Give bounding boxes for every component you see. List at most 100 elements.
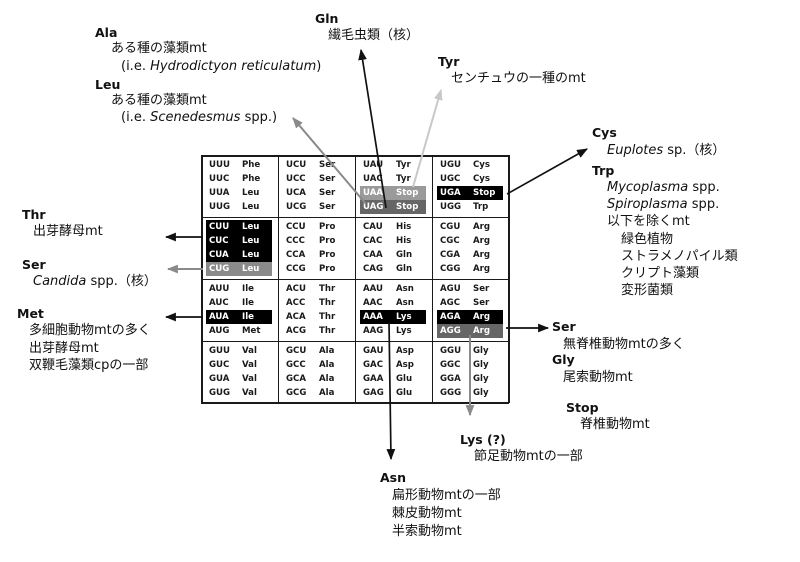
amino-acid-text: Ser [319,202,336,212]
amino-acid-text: Val [242,388,257,398]
amino-acid-text: Arg [473,236,491,246]
codon-text: ACG [286,326,307,336]
amino-acid-text: Lys [396,326,412,336]
amino-acid-text: Gly [473,346,489,356]
codon-text: GCA [286,374,307,384]
amino-acid-text: Leu [242,222,260,232]
note-ala-species: (i.e. Hydrodictyon reticulatum) [121,60,321,73]
codon-text: UUG [209,202,231,212]
note-trp-species-1: Mycoplasma spp. [607,181,720,194]
note-lys: 節足動物mtの一部 [474,449,583,464]
codon-text: GUG [209,388,231,398]
note-gly: 尾索動物mt [563,370,633,385]
species-suffix: ) [316,59,322,74]
amino-acid-text: Leu [242,202,260,212]
codon-text: AGG [440,326,461,336]
codon-text: UUA [209,188,230,198]
codon-text: UAG [363,202,384,212]
amino-acid-text: Val [242,360,257,370]
codon-text: CAC [363,236,383,246]
note-gln: 繊毛虫類（核） [328,28,420,43]
codon-text: UCG [286,202,307,212]
amino-acid-text: Gly [473,360,489,370]
note-trp-exception-2: ストラメノパイル類 [621,249,738,264]
amino-acid-text: Pro [319,264,336,274]
arrow-uag-to-ala-leu [292,117,367,205]
codon-text: CUA [209,250,229,260]
species-prefix: (i.e. [121,110,151,125]
codon-text: AAG [363,326,384,336]
codon-text: AAA [363,312,383,322]
amino-acid-text: Thr [319,312,336,322]
codon-text: CGG [440,264,461,274]
codon-text: CGC [440,236,460,246]
amino-acid-text: Tyr [396,174,411,184]
codon-text: GAA [363,374,384,384]
species-suffix: spp. [687,197,720,212]
codon-text: UUU [209,160,230,170]
note-leu-species: (i.e. Scenedesmus spp.) [121,111,277,124]
species-name: Mycoplasma [607,180,689,195]
codon-text: CAU [363,222,383,232]
label-thr: Thr [22,207,46,222]
arrow-aaa-to-asn [386,321,396,461]
note-leu: ある種の藻類mt [111,93,207,108]
amino-acid-text: Asp [396,346,414,356]
species-name: Hydrodictyon reticulatum [150,59,317,74]
species-suffix: spp.（核） [86,274,157,289]
amino-acid-text: Gln [396,250,413,260]
codon-text: UGG [440,202,462,212]
codon-cell-ucg: UCG Ser [283,200,349,214]
amino-acid-text: Asn [396,284,414,294]
amino-acid-text: Ser [473,298,490,308]
codon-text: GCC [286,360,306,370]
codon-text: AUG [209,326,230,336]
amino-acid-text: Arg [473,250,491,260]
codon-text: CGA [440,250,461,260]
codon-text: UAU [363,160,384,170]
amino-acid-text: Asn [396,298,414,308]
amino-acid-text: Asp [396,360,414,370]
species-suffix: spp.) [240,110,278,125]
amino-acid-text: Thr [319,298,336,308]
label-met: Met [17,306,44,321]
codon-text: CAG [363,264,384,274]
amino-acid-text: Gly [473,388,489,398]
amino-acid-text: Trp [473,202,489,212]
amino-acid-text: Stop [396,188,419,198]
label-trp: Trp [592,163,615,178]
codon-text: GGA [440,374,461,384]
amino-acid-text: Stop [473,188,496,198]
table-divider-h2 [201,278,509,280]
amino-acid-text: Val [242,374,257,384]
label-lys: Lys (?) [460,432,506,447]
amino-acid-text: Val [242,346,257,356]
note-ser-agr: 無脊椎動物mtの多く [563,337,685,352]
codon-text: GGU [440,346,462,356]
codon-text: CCG [286,264,306,274]
amino-acid-text: Phe [242,174,261,184]
codon-text: AGU [440,284,461,294]
